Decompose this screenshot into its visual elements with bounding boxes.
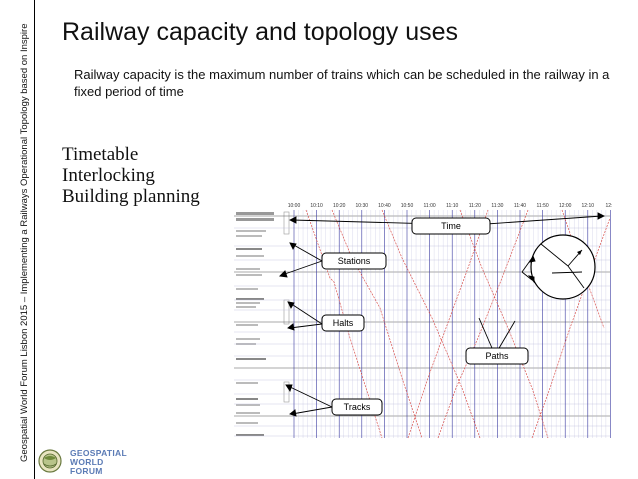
time-tick-label: 11:10 xyxy=(446,203,458,209)
train-path xyxy=(437,209,529,439)
grid xyxy=(234,210,611,438)
callout-halts: Halts xyxy=(321,314,365,332)
time-tick-label: 11:20 xyxy=(469,203,481,209)
callout-time: Time xyxy=(411,217,491,235)
use-item-building-planning: Building planning xyxy=(62,186,200,207)
sidebar-caption: Geospatial World Forum Lisbon 2015 – Imp… xyxy=(19,23,30,462)
callout-stations-label: Stations xyxy=(338,256,371,266)
train-path xyxy=(331,209,423,439)
station-labels xyxy=(236,211,290,436)
time-tick-label: 11:30 xyxy=(491,203,503,209)
use-item-timetable: Timetable xyxy=(62,144,139,165)
callout-time-label: Time xyxy=(441,221,461,231)
time-tick-label: 10:40 xyxy=(378,203,391,209)
callout-pointers xyxy=(279,212,606,417)
slide-subtitle: Railway capacity is the maximum number o… xyxy=(74,67,610,99)
train-path xyxy=(459,209,549,439)
train-path xyxy=(381,209,481,439)
uses-list: Timetable Interlocking Building planning xyxy=(62,144,200,207)
logo-wordmark: GEOSPATIAL WORLD FORUM xyxy=(70,449,127,476)
logo-line-1: GEOSPATIAL xyxy=(70,448,127,458)
time-axis: 10:00 10:10 10:20 10:30 10:40 10:50 11:00 11:10… xyxy=(288,203,612,209)
callout-stations: Stations xyxy=(321,252,387,270)
zoom-detail xyxy=(530,234,596,300)
callout-halts-label: Halts xyxy=(333,318,354,328)
time-tick-label: 10:10 xyxy=(310,203,323,209)
time-tick-label: 10:50 xyxy=(401,203,414,209)
time-tick-label: 11:50 xyxy=(537,203,549,209)
time-tick-label: 10:20 xyxy=(333,203,346,209)
timetable-diagram: 10:00 10:10 10:20 10:30 10:40 10:50 11:00 11:10… xyxy=(234,203,612,439)
geospatial-world-forum-logo xyxy=(38,449,62,473)
train-path xyxy=(407,209,489,439)
logo-line-2: WORLD xyxy=(70,457,104,467)
callout-paths: Paths xyxy=(465,347,529,365)
time-tick-label: 11:40 xyxy=(514,203,526,209)
use-item-interlocking: Interlocking xyxy=(62,165,155,186)
time-tick-label: 12:2 xyxy=(606,203,612,209)
time-tick-label: 10:30 xyxy=(356,203,369,209)
time-tick-label: 10:00 xyxy=(288,203,301,209)
slide-title: Railway capacity and topology uses xyxy=(62,18,459,46)
callout-tracks-label: Tracks xyxy=(344,402,371,412)
callout-tracks: Tracks xyxy=(331,398,383,416)
time-tick-label: 12:00 xyxy=(559,203,572,209)
callout-paths-label: Paths xyxy=(485,351,509,361)
time-tick-label: 11:00 xyxy=(424,203,436,209)
sidebar-divider xyxy=(34,0,35,479)
train-path xyxy=(531,217,611,439)
time-tick-label: 12:10 xyxy=(582,203,595,209)
logo-line-3: FORUM xyxy=(70,466,103,476)
